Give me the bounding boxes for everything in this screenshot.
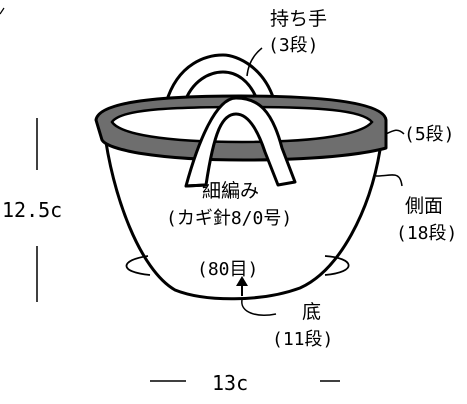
- front-handle: [184, 96, 297, 188]
- bottom-ring-left: [125, 255, 151, 276]
- height-dimension-label: 12.5c: [2, 198, 62, 222]
- side-label: 側面: [405, 195, 443, 217]
- bottom-ring-right: [324, 255, 350, 276]
- rim-opening: [110, 105, 374, 144]
- technique-label: 細編み: [202, 180, 259, 202]
- side-rows-label: (18段): [396, 223, 457, 244]
- hook-label: (カギ針8/0号): [166, 208, 292, 229]
- front-handle-base: [185, 183, 207, 188]
- basket-body: [102, 126, 386, 301]
- bottom-rows-label: (11段): [272, 329, 333, 350]
- stray-mark: [0, 7, 5, 15]
- bottom-label: 底: [302, 301, 321, 323]
- rim-rows-label: (5段): [404, 124, 455, 145]
- rim-leader: [385, 129, 405, 135]
- bottom-leader: [241, 299, 277, 316]
- handle-rows-label: (3段): [268, 35, 319, 56]
- side-leader: [375, 174, 403, 187]
- handle-label: 持ち手: [270, 8, 327, 30]
- width-dimension-label: 13c: [212, 371, 248, 395]
- handle-leader: [246, 47, 263, 77]
- bottom-arrow-head: [236, 276, 248, 286]
- bottom-stitches-label: (80目): [197, 259, 258, 280]
